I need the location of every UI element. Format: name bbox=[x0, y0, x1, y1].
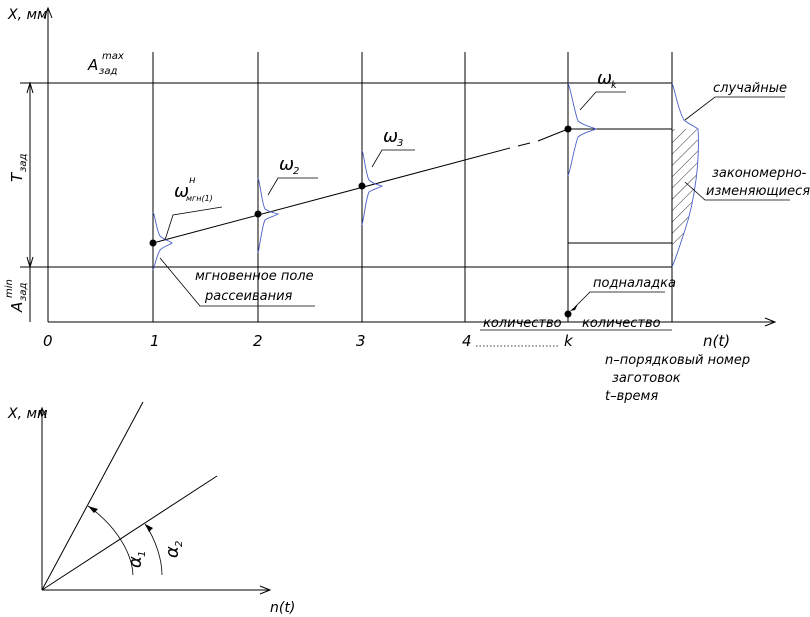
main-diagram: X, мм A зад max T зад A зад min 0 1 2 3 … bbox=[4, 6, 810, 404]
distribution-curve-2 bbox=[257, 177, 280, 254]
systematic-line1: закономерно- bbox=[712, 166, 807, 181]
distribution-curve-k bbox=[567, 82, 598, 177]
alpha-2-base: α bbox=[162, 546, 183, 558]
line-alpha-1 bbox=[41, 401, 144, 591]
tolerance-arrow-top bbox=[26, 81, 34, 94]
angle-x-axis-arrow bbox=[259, 585, 272, 595]
alpha-1-base: α bbox=[125, 556, 146, 568]
main-y-axis-label: X, мм bbox=[7, 7, 48, 23]
point-3 bbox=[358, 182, 366, 190]
main-x-axis-arrow bbox=[764, 317, 777, 327]
omega-2-base: ω bbox=[279, 154, 294, 175]
point-2 bbox=[254, 210, 262, 218]
amax-label: A зад max bbox=[87, 51, 124, 77]
omega-mgn-label: ω н мгн(1) bbox=[174, 175, 213, 203]
omega-2-leader bbox=[267, 177, 318, 196]
main-y-axis-arrow bbox=[43, 6, 53, 19]
distribution-curve-1 bbox=[152, 211, 173, 271]
tick-3: 3 bbox=[356, 332, 366, 350]
omega-k-base: ω bbox=[597, 68, 612, 89]
tick-2: 2 bbox=[253, 332, 263, 350]
t-zad-base: T bbox=[8, 171, 26, 182]
instant-field-leader bbox=[159, 257, 315, 307]
t-zad-label: T зад bbox=[8, 154, 29, 182]
omega-2-label: ω 2 bbox=[279, 154, 299, 177]
tick-4: 4 bbox=[462, 332, 472, 350]
amin-base: A bbox=[8, 302, 26, 313]
line-alpha-2 bbox=[41, 475, 218, 591]
systematic-hatch bbox=[672, 129, 698, 256]
arc-alpha-2-arrow bbox=[145, 524, 153, 532]
omega-mgn-sub: мгн(1) bbox=[186, 194, 213, 203]
instant-field-line2: рассеивания bbox=[204, 289, 293, 304]
t-zad-sub: зад bbox=[18, 154, 29, 172]
distribution-curve-total bbox=[671, 82, 699, 268]
legend-line1: n–порядковый номер bbox=[605, 353, 750, 368]
random-label: случайные bbox=[713, 81, 787, 96]
alpha-2-label: α 2 bbox=[162, 541, 185, 558]
alpha-2-sub: 2 bbox=[174, 541, 185, 547]
omega-3-label: ω 3 bbox=[383, 126, 403, 149]
amin-label: A зад min bbox=[4, 279, 29, 313]
tolerance-arrow-bottom bbox=[26, 256, 34, 269]
omega-k-label: ω k bbox=[597, 68, 618, 91]
omega-3-leader bbox=[371, 149, 415, 168]
amax-base: A bbox=[87, 56, 98, 74]
trend-dash-1 bbox=[517, 142, 531, 147]
tick-1: 1 bbox=[150, 332, 160, 350]
readjust-leader bbox=[574, 291, 665, 308]
omega-mgn-leader bbox=[164, 206, 223, 241]
count-left-label: количество bbox=[483, 316, 562, 331]
instant-field-line1: мгновенное поле bbox=[195, 269, 314, 284]
omega-mgn-base: ω bbox=[174, 181, 189, 202]
omega-k-leader bbox=[579, 91, 626, 111]
legend-line2: заготовок bbox=[612, 371, 681, 386]
omega-mgn-sup: н bbox=[189, 175, 196, 186]
distribution-curve-3 bbox=[361, 149, 384, 226]
count-right-label: количество bbox=[582, 316, 661, 331]
angle-y-axis-label: X, мм bbox=[7, 406, 48, 422]
trend-dash-2 bbox=[537, 128, 569, 142]
point-k bbox=[564, 125, 572, 133]
trend-line bbox=[152, 147, 511, 244]
legend-line3: t–время bbox=[605, 389, 658, 404]
origin-label: 0 bbox=[43, 332, 53, 350]
amin-sup: min bbox=[4, 279, 15, 298]
arc-alpha-1-arrow bbox=[88, 506, 98, 513]
systematic-line2: изменяющиеся bbox=[706, 184, 810, 199]
omega-3-sub: 3 bbox=[397, 138, 403, 149]
random-leader bbox=[684, 96, 785, 121]
alpha-1-sub: 1 bbox=[137, 551, 148, 557]
omega-2-sub: 2 bbox=[293, 166, 299, 177]
alpha-1-label: α 1 bbox=[125, 551, 148, 568]
amax-sup: max bbox=[102, 51, 124, 62]
omega-k-sub: k bbox=[611, 80, 618, 91]
angle-diagram: X, мм n(t) α 1 α 2 bbox=[7, 401, 295, 616]
systematic-leader bbox=[684, 181, 790, 201]
point-1 bbox=[149, 239, 157, 247]
amax-sub: зад bbox=[99, 66, 117, 77]
omega-3-base: ω bbox=[383, 126, 398, 147]
amin-sub: зад bbox=[18, 283, 29, 301]
readjust-label: подналадка bbox=[593, 276, 676, 291]
arc-alpha-1 bbox=[87, 505, 134, 576]
readjust-arrow bbox=[570, 304, 578, 311]
main-x-axis-label: n(t) bbox=[703, 332, 730, 350]
arc-alpha-2 bbox=[144, 523, 163, 576]
angle-y-axis-arrow bbox=[37, 406, 47, 419]
tick-k: k bbox=[564, 332, 574, 350]
point-readjust bbox=[564, 310, 572, 318]
angle-x-axis-label: n(t) bbox=[270, 600, 295, 616]
